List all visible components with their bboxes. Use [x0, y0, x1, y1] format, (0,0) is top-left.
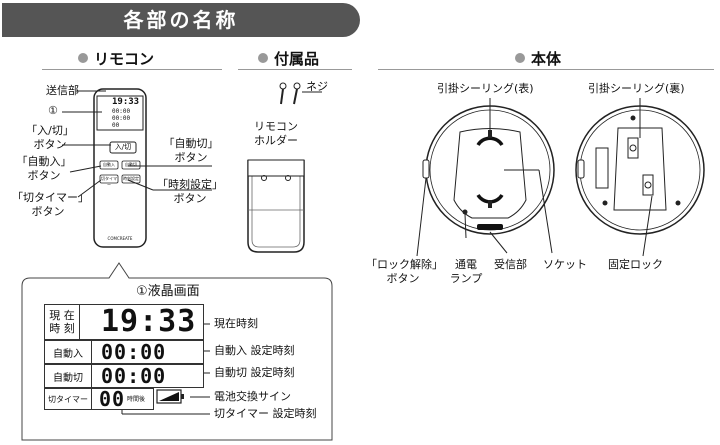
lcd-row-auto-off-label: 自動切 [45, 365, 92, 387]
section-main-unit: 本体 [515, 50, 561, 68]
label-power-lamp: 通電ランプ [449, 258, 483, 285]
remote-small-2: 00:00 [112, 115, 131, 122]
title-banner: 各部の名称 [2, 3, 360, 37]
lcd-row-off-timer-label: 切タイマー [45, 389, 92, 409]
lcd-row-auto-off: 自動切 00:00 [44, 364, 204, 388]
label-auto-on: 「自動入」ボタン [16, 155, 72, 182]
holder-drawing [247, 159, 305, 253]
label-fixed-lock: 固定ロック [608, 258, 663, 271]
remote-off-timer-button[interactable]: 切タイマー [101, 176, 117, 187]
section-remote: リモコン [78, 50, 154, 68]
remote-clock: 19:33 [112, 97, 140, 107]
label-auto-off: 「自動切」ボタン [163, 137, 219, 164]
remote-auto-on-button[interactable]: 自動入 [103, 162, 115, 167]
label-socket: ソケット [543, 258, 587, 271]
remote-time-set-button[interactable]: 時刻設定 [123, 176, 139, 181]
label-time-set: 「時刻設定」ボタン [157, 178, 223, 205]
bullet-icon [515, 53, 525, 63]
label-off-timer: 「切タイマー」ボタン [12, 191, 89, 218]
bullet-icon [78, 53, 88, 63]
remote-lcd [96, 95, 144, 131]
lcd-row-auto-on: 自動入 00:00 [44, 340, 204, 364]
callout-current-time: 現在時刻 [214, 317, 258, 330]
label-lcd-marker: ① [48, 104, 58, 117]
lcd-off-timer-unit: 時間後 [127, 396, 146, 403]
remote-btn-main-shape [109, 141, 137, 154]
ceiling-back-drawing [575, 98, 705, 257]
callout-off-timer: 切タイマー 設定時刻 [214, 407, 317, 420]
lcd-row-current-time-label: 現 在時 刻 [45, 305, 80, 339]
callout-auto-on: 自動入 設定時刻 [214, 344, 295, 357]
lcd-auto-on-value: 00:00 [101, 340, 167, 364]
callout-battery: 電池交換サイン [214, 390, 291, 403]
lcd-auto-off-value: 00:00 [101, 364, 167, 388]
callout-auto-off: 自動切 設定時刻 [214, 366, 295, 379]
lcd-current-time-value: 19:33 [101, 304, 197, 339]
label-receiver: 受信部 [494, 258, 527, 271]
screw-drawing [279, 82, 322, 105]
lcd-row-off-timer: 切タイマー 00 時間後 [44, 388, 154, 410]
remote-brand: COMCREATE [107, 236, 133, 241]
remote-small-3: 00 [112, 122, 120, 129]
label-ceiling-front: 引掛シーリング(表) [437, 82, 534, 95]
remote-small-1: 00:00 [112, 108, 131, 115]
label-on-off: 「入/切」ボタン [26, 124, 74, 151]
page-title: 各部の名称 [123, 8, 239, 32]
bullet-icon [258, 53, 268, 63]
lcd-row-current-time: 現 在時 刻 19:33 [44, 304, 204, 340]
lcd-off-timer-value: 00 [99, 387, 126, 411]
lcd-row-auto-on-label: 自動入 [45, 341, 92, 363]
remote-auto-off-button[interactable]: 自動切 [125, 162, 137, 167]
ceiling-front-drawing [416, 98, 555, 257]
section-accessories: 付属品 [258, 50, 319, 68]
lcd-panel-title: ①液晶画面 [136, 284, 200, 299]
label-screw: ネジ [306, 80, 328, 93]
remote-on-off-button[interactable]: 入/切 [114, 143, 132, 151]
label-remote-holder: リモコンホルダー [254, 120, 298, 147]
label-lock-release: 「ロック解除」ボタン [366, 258, 443, 285]
label-ceiling-back: 引掛シーリング(裏) [588, 82, 685, 95]
label-transmitter: 送信部 [46, 84, 79, 97]
